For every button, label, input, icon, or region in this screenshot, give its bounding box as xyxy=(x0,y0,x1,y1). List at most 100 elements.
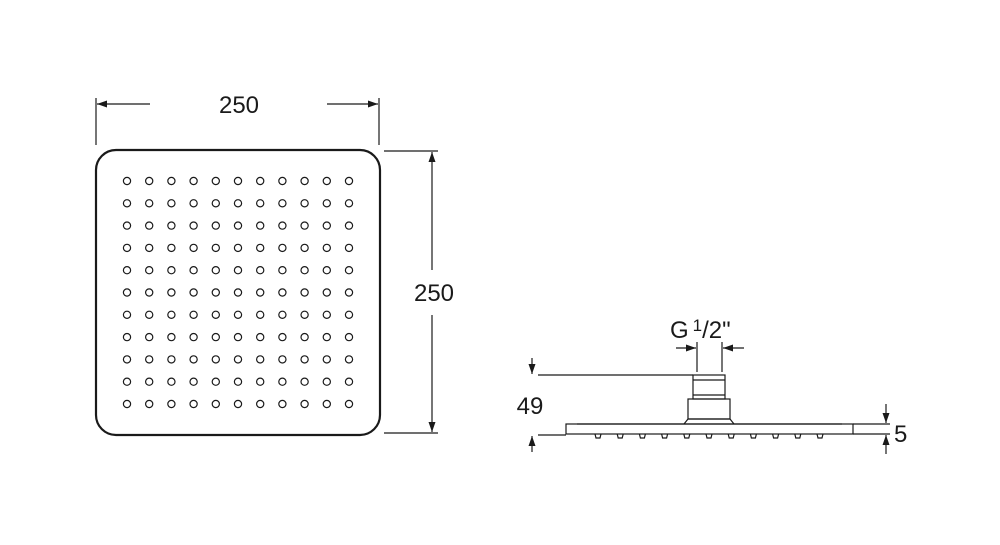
nozzle-dot xyxy=(211,221,220,230)
nozzle-dot xyxy=(189,355,198,364)
nozzle-dot xyxy=(233,310,243,319)
nozzle-dot xyxy=(144,199,154,208)
nozzle-dot xyxy=(144,355,154,364)
nozzle-dot xyxy=(256,288,265,297)
nozzle-dot xyxy=(322,288,331,297)
nozzle-dot xyxy=(167,399,176,409)
nozzle-dot xyxy=(144,288,154,297)
nozzle-dot xyxy=(122,377,132,386)
shower-plate-outline xyxy=(94,148,382,437)
nozzle-dot xyxy=(167,288,176,297)
nozzle-dot xyxy=(144,399,154,409)
top-view: 250 250 xyxy=(94,92,454,437)
nozzle-dot xyxy=(189,221,198,230)
nozzle-dot xyxy=(300,355,309,364)
nozzle-dot xyxy=(300,221,309,230)
nozzle-dot xyxy=(300,310,309,319)
nozzle-dot xyxy=(189,243,198,253)
nozzle-dot xyxy=(233,399,243,409)
nozzle-dot xyxy=(322,377,331,386)
nozzle-dot xyxy=(167,266,176,275)
nozzle-dot xyxy=(189,199,198,208)
nozzle-dot xyxy=(122,310,132,319)
nozzle-dot xyxy=(122,199,132,208)
side-nozzle-row xyxy=(594,433,824,439)
nozzle-dot xyxy=(278,288,287,297)
nozzle-dot xyxy=(322,310,331,319)
side-nozzle xyxy=(661,433,669,439)
nozzle-dot xyxy=(278,355,287,364)
nozzle-dot xyxy=(233,332,243,342)
nozzle-dot xyxy=(144,243,154,253)
nozzle-dot xyxy=(344,221,354,230)
nozzle-dot xyxy=(211,266,220,275)
nozzle-dot xyxy=(322,176,331,186)
nozzle-dot xyxy=(167,355,176,364)
nozzle-dot xyxy=(144,176,154,186)
nozzle-dot xyxy=(211,399,220,409)
overall-height-label: 49 xyxy=(517,393,544,420)
nozzle-dot xyxy=(144,377,154,386)
nozzle-dot xyxy=(278,377,287,386)
nozzle-dot xyxy=(211,176,220,186)
nozzle-dot xyxy=(233,176,243,186)
nozzle-dot xyxy=(167,243,176,253)
side-nozzle xyxy=(594,433,602,439)
nozzle-dot xyxy=(322,399,331,409)
nozzle-dot xyxy=(322,332,331,342)
nozzle-dot xyxy=(122,332,132,342)
nozzle-dot xyxy=(344,310,354,319)
nozzle-dot xyxy=(256,221,265,230)
thickness-label: 5 xyxy=(894,421,907,448)
nozzle-dot xyxy=(144,221,154,230)
nozzle-dot xyxy=(189,288,198,297)
nozzle-dot xyxy=(344,377,354,386)
nozzle-dot xyxy=(322,221,331,230)
nozzle-dot xyxy=(233,377,243,386)
nozzle-dot xyxy=(256,176,265,186)
nozzle-dot xyxy=(189,176,198,186)
nozzle-dot xyxy=(256,332,265,342)
nozzle-dot xyxy=(344,266,354,275)
nozzle-dot xyxy=(233,288,243,297)
nozzle-dot xyxy=(278,332,287,342)
nozzle-dot xyxy=(233,199,243,208)
nozzle-dot xyxy=(189,266,198,275)
nozzle-dot xyxy=(300,199,309,208)
nozzle-dot xyxy=(322,199,331,208)
nozzle-dot xyxy=(122,266,132,275)
nozzle-dot xyxy=(211,243,220,253)
nozzle-dot xyxy=(322,266,331,275)
nozzle-dot xyxy=(278,221,287,230)
nozzle-dot xyxy=(322,355,331,364)
nozzle-dot xyxy=(189,310,198,319)
nozzle-dot xyxy=(256,355,265,364)
nozzle-dot xyxy=(233,266,243,275)
nozzle-dot xyxy=(211,332,220,342)
nozzle-dot xyxy=(211,199,220,208)
nozzle-dot xyxy=(278,310,287,319)
nozzle-dot xyxy=(300,243,309,253)
side-nozzle xyxy=(749,433,757,439)
side-nozzle xyxy=(638,433,646,439)
nozzle-dot xyxy=(144,310,154,319)
nozzle-dot xyxy=(300,176,309,186)
nozzle-dot xyxy=(344,355,354,364)
nozzle-dot xyxy=(256,377,265,386)
nozzle-dot xyxy=(122,243,132,253)
nozzle-dot xyxy=(278,243,287,253)
nozzle-dot xyxy=(167,332,176,342)
side-nozzle xyxy=(705,433,713,439)
nozzle-dot xyxy=(122,355,132,364)
nozzle-dot xyxy=(211,288,220,297)
nozzle-dot xyxy=(256,266,265,275)
side-nozzle xyxy=(683,433,691,439)
nozzle-dot xyxy=(144,266,154,275)
nozzle-dot xyxy=(256,199,265,208)
nozzle-dot xyxy=(300,399,309,409)
nozzle-dot xyxy=(167,199,176,208)
nozzle-dot xyxy=(122,221,132,230)
nozzle-dot xyxy=(189,377,198,386)
connector-base xyxy=(683,418,735,425)
